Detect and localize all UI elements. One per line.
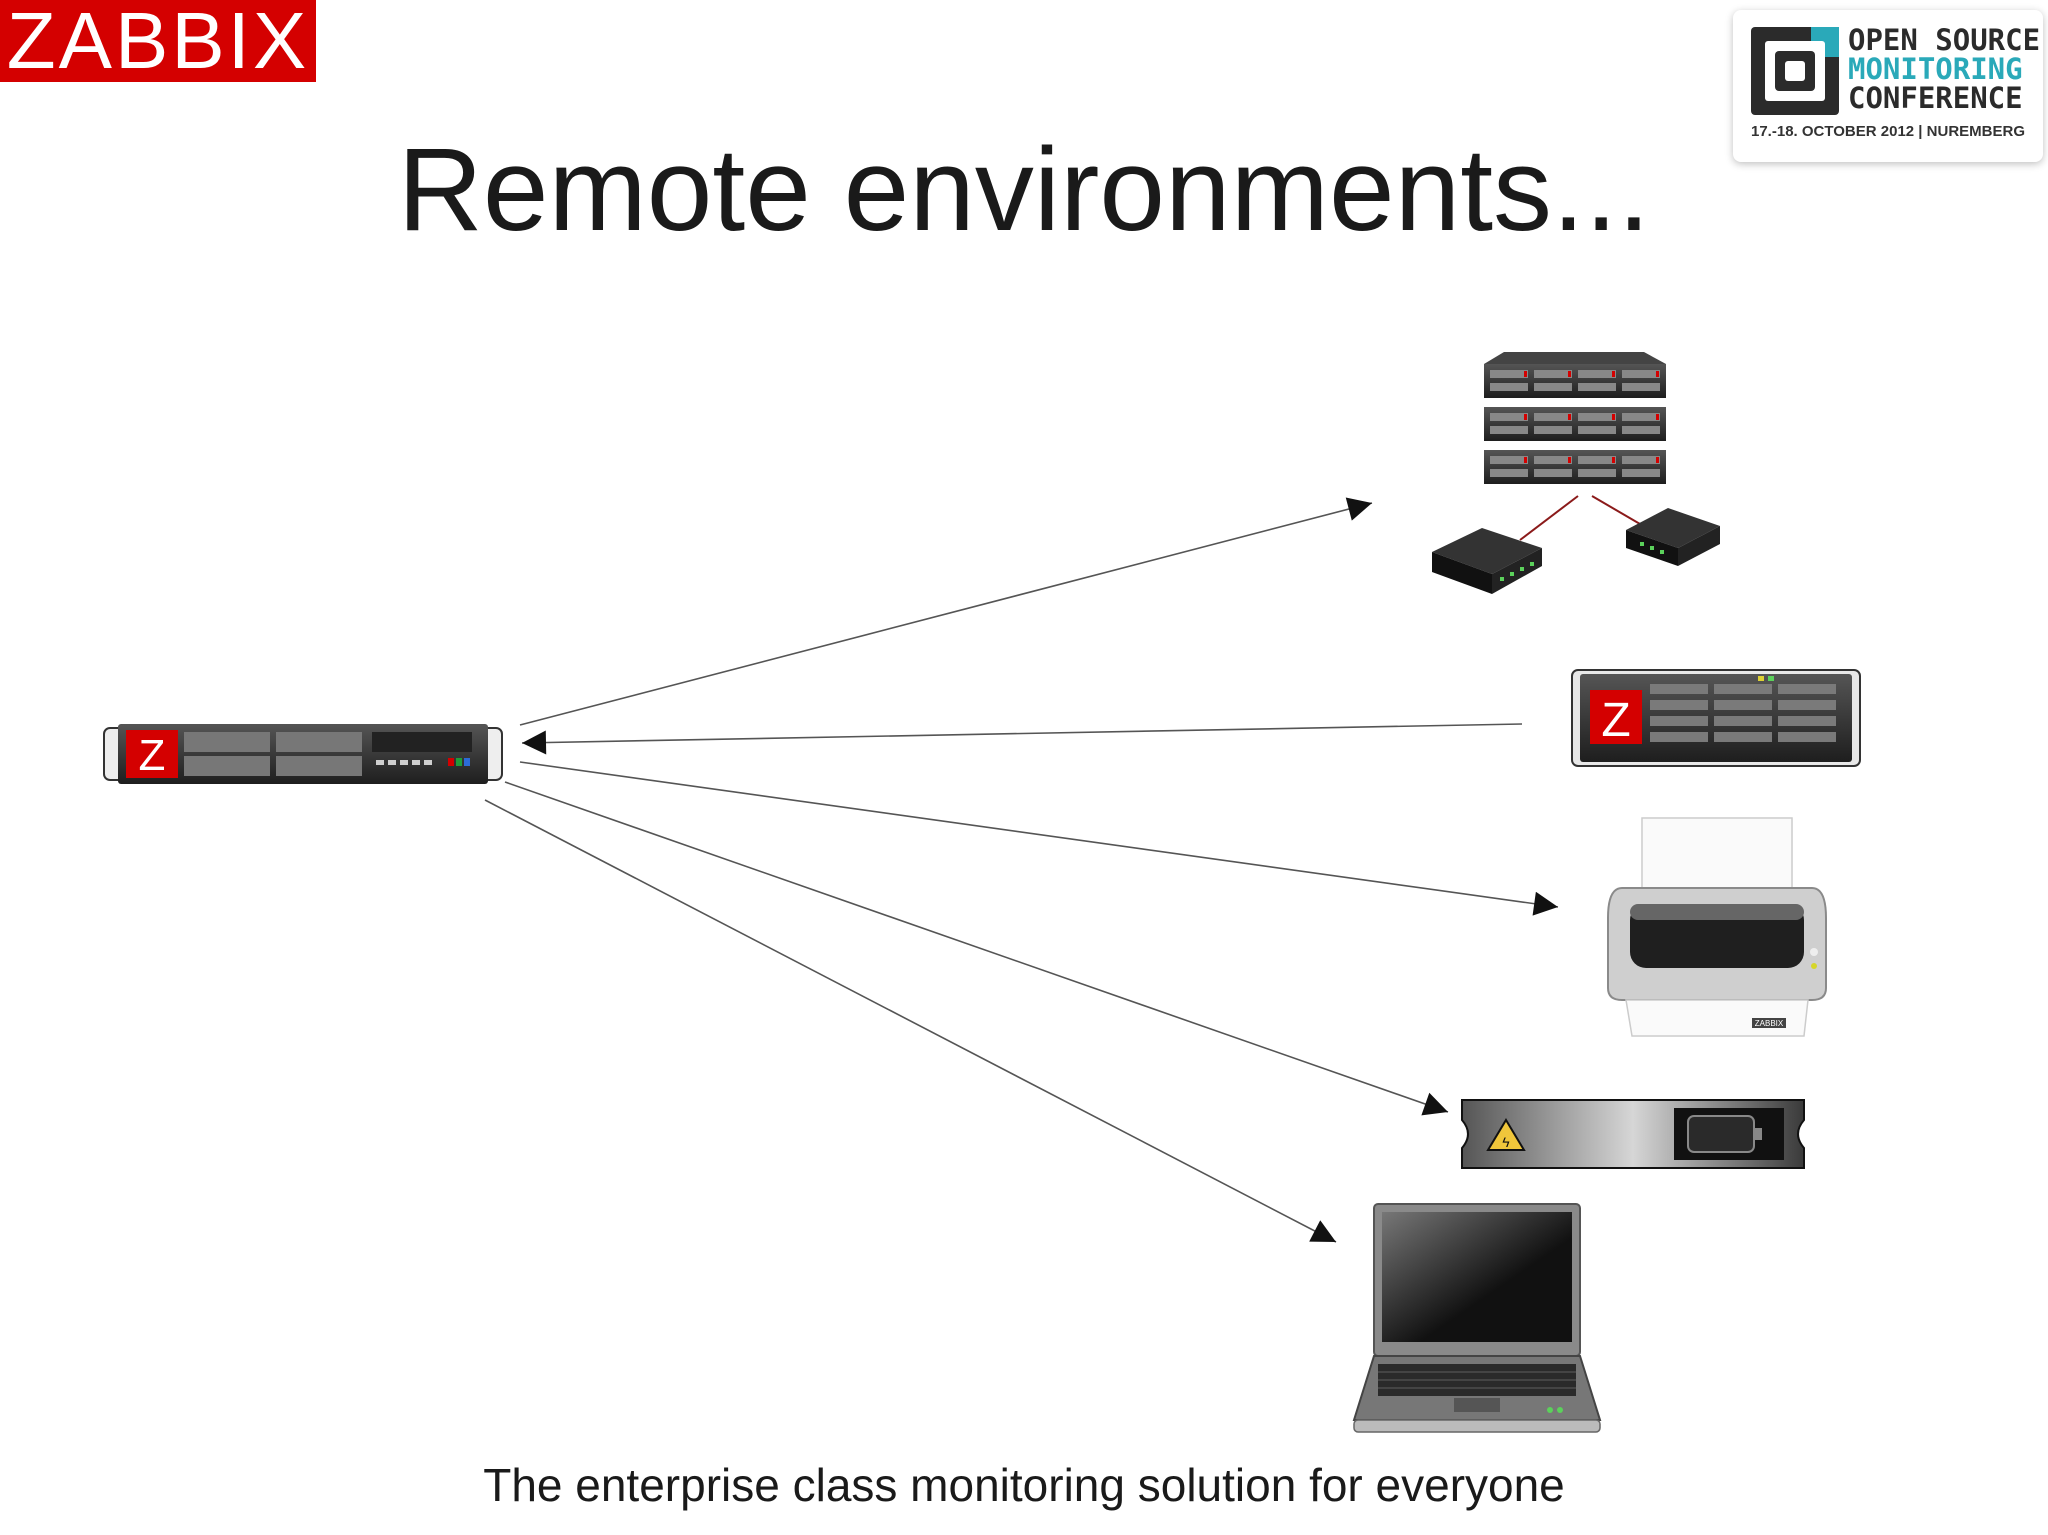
arrow-to-laptop (484, 799, 1337, 1243)
connections (484, 497, 1559, 1243)
zabbix-server-icon: Z (103, 724, 503, 784)
server-z-letter: Z (139, 731, 166, 780)
conference-badge: OPEN SOURCE MONITORING CONFERENCE 17.-18… (1733, 10, 2043, 162)
slide-title: Remote environments... (397, 124, 1651, 256)
printer-label: ZABBIX (1755, 1019, 1784, 1028)
conference-line-3: CONFERENCE (1848, 81, 2023, 115)
arrow-to-ups (504, 781, 1449, 1116)
server-rack-cluster-icon (1432, 352, 1720, 594)
zabbix-proxy-server-icon: Z (1571, 669, 1861, 767)
laptop-icon (1352, 1203, 1602, 1433)
conference-date-location: 17.-18. OCTOBER 2012 | NUREMBERG (1751, 123, 2025, 140)
proxy-z-letter: Z (1601, 694, 1630, 747)
svg-text:ϟ: ϟ (1502, 1134, 1510, 1150)
printer-icon: ZABBIX (1607, 817, 1827, 1037)
arrow-to-printer (519, 761, 1559, 916)
arrow-to-server-cluster (519, 497, 1373, 726)
network-switch-icon (1626, 508, 1720, 566)
ups-power-unit-icon: ϟ (1461, 1099, 1805, 1169)
conference-line-2: MONITORING (1848, 52, 2023, 86)
network-switch-icon (1432, 528, 1542, 594)
slide-footer: The enterprise class monitoring solution… (483, 1459, 1565, 1511)
zabbix-logo: ZABBIX (0, 0, 316, 82)
conference-logo-icon (1751, 27, 1839, 115)
arrow-from-proxy (521, 723, 1523, 755)
conference-line-1: OPEN SOURCE (1848, 23, 2041, 57)
